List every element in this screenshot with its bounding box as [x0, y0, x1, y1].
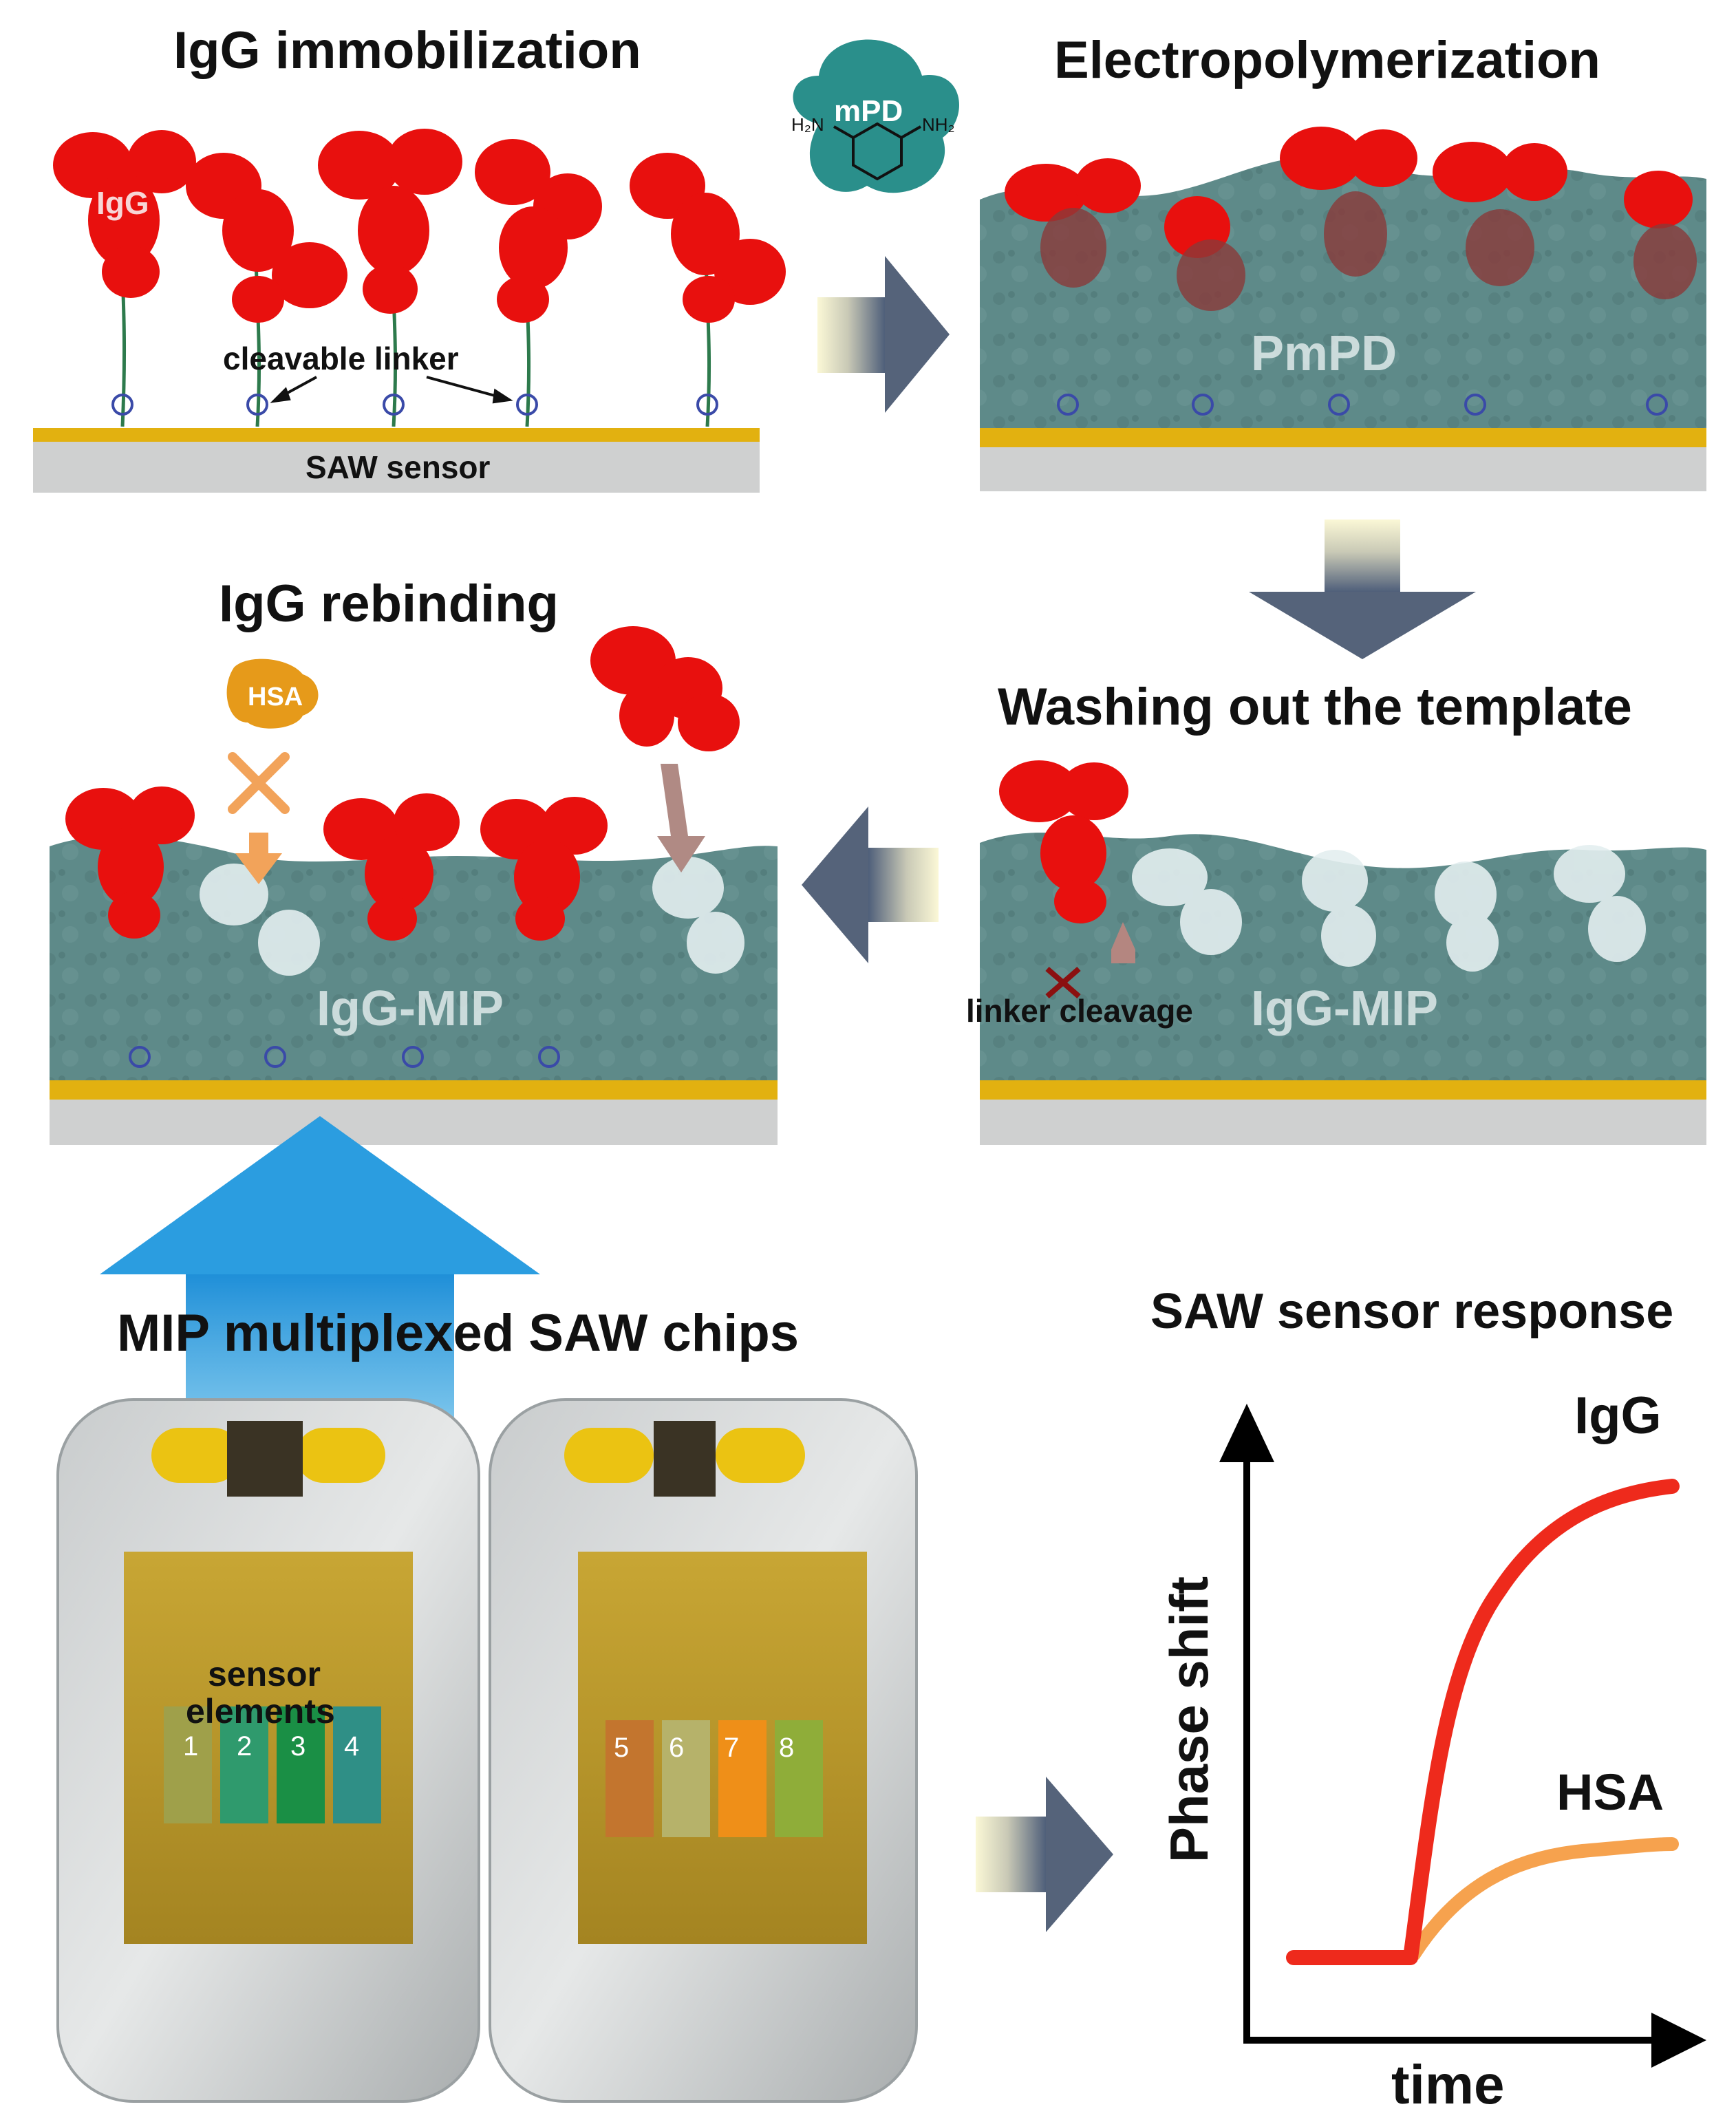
sensor-element-7 — [718, 1720, 767, 1837]
rebound-antibodies — [65, 786, 608, 941]
element-number-5: 5 — [614, 1733, 630, 1763]
amine-right-label: NH₂ — [922, 114, 955, 135]
x-axis-label: time — [1391, 2054, 1505, 2115]
substrate-4 — [50, 1100, 778, 1145]
sensor-element-4 — [333, 1706, 381, 1823]
gold-layer-1 — [33, 428, 760, 442]
linker-cleavage-label: linker cleavage — [966, 993, 1193, 1029]
linkers-2 — [1057, 394, 1668, 416]
antibodies-1 — [53, 129, 786, 323]
saw-sensor-label: SAW sensor — [306, 449, 491, 485]
mpd-monomer — [793, 39, 959, 193]
cleavable-linker-label: cleavable linker — [223, 341, 459, 376]
element-number-3: 3 — [290, 1731, 306, 1762]
series-igg-line — [1286, 1479, 1680, 1965]
title-washing: Washing out the template — [998, 678, 1632, 736]
title-chips: MIP multiplexed SAW chips — [117, 1304, 800, 1362]
gold-layer-3 — [980, 1080, 1706, 1100]
series-hsa-line — [1407, 1837, 1679, 1961]
element-number-4: 4 — [344, 1731, 360, 1762]
title-electropolymerization: Electropolymerization — [1054, 31, 1600, 89]
element-number-8: 8 — [779, 1733, 795, 1763]
mpd-label: mPD — [834, 94, 903, 128]
hsa-protein-label: HSA — [248, 683, 303, 711]
arrow-polymerization-to-washing — [1249, 520, 1476, 659]
sensor-element-8 — [775, 1720, 823, 1837]
sensor-element-2 — [220, 1706, 268, 1823]
arrow-immobilization-to-polymerization — [817, 256, 950, 413]
washing-mip-label: IgG-MIP — [1251, 981, 1438, 1036]
y-axis-label: Phase shift — [1159, 1576, 1220, 1863]
substrate-3 — [980, 1100, 1706, 1145]
linker-anchors-4 — [129, 1046, 560, 1068]
series-igg-label: IgG — [1574, 1386, 1662, 1445]
sensor-element-5 — [606, 1720, 654, 1837]
sensor-element-1 — [164, 1706, 212, 1823]
arrow-chips-to-response — [976, 1777, 1113, 1932]
saw-chip-left — [56, 1398, 480, 2103]
gold-layer-2 — [980, 428, 1706, 447]
linker-anchors-1 — [111, 394, 718, 416]
panel-immobilization — [33, 129, 786, 493]
incoming-antibody — [590, 626, 740, 751]
y-axis-arrowhead — [1219, 1404, 1274, 1462]
hsa-blocked-arrow — [235, 833, 282, 884]
gold-layer-4 — [50, 1080, 778, 1100]
hsa-protein — [226, 659, 319, 729]
linker-pointer-arrows — [270, 376, 513, 404]
antibodies-2 — [1005, 127, 1697, 311]
cleavage-cross — [1045, 966, 1081, 999]
element-number-7: 7 — [724, 1733, 740, 1763]
panel-rebinding — [50, 626, 778, 1145]
amine-left-label: H₂N — [791, 114, 824, 135]
release-arrow — [1111, 922, 1135, 963]
saw-chip-right — [489, 1398, 918, 2103]
cavities-3 — [1132, 845, 1646, 972]
igg-label: IgG — [96, 185, 149, 221]
sensor-element-3 — [277, 1706, 325, 1823]
panel-electropolymerization — [980, 127, 1706, 491]
released-antibody — [999, 760, 1128, 923]
title-immobilization: IgG immobilization — [173, 21, 641, 80]
rebinding-mip-label: IgG-MIP — [317, 981, 504, 1036]
element-number-2: 2 — [237, 1731, 253, 1762]
hsa-rejection-cross — [228, 752, 290, 814]
sensor-elements-label-line2: elements — [186, 1692, 335, 1731]
incoming-antibody-arrow — [657, 764, 705, 872]
sensor-response-chart — [1219, 1404, 1706, 2068]
x-axis-arrowhead — [1651, 2013, 1706, 2068]
substrate-2 — [980, 447, 1706, 491]
title-response: SAW sensor response — [1150, 1284, 1674, 1339]
sensor-element-6 — [662, 1720, 710, 1837]
element-number-1: 1 — [183, 1731, 199, 1762]
cavities-4 — [200, 857, 744, 976]
series-hsa-label: HSA — [1556, 1764, 1664, 1821]
arrow-washing-to-rebinding — [802, 806, 939, 963]
sensor-elements-label-line1: sensor — [208, 1655, 321, 1693]
substrate-1 — [33, 440, 760, 493]
pmpd-label: PmPD — [1251, 326, 1397, 381]
element-number-6: 6 — [669, 1733, 685, 1763]
panel-washing — [980, 760, 1706, 1145]
title-rebinding: IgG rebinding — [219, 575, 559, 633]
